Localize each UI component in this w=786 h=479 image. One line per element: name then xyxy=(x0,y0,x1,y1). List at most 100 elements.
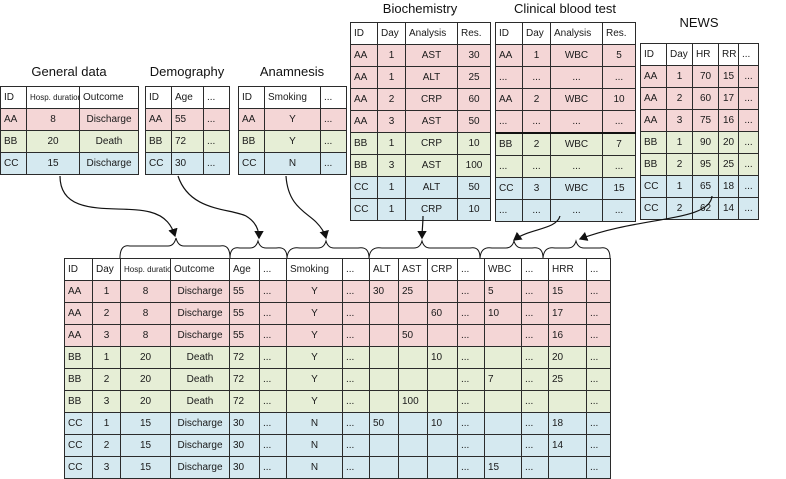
table-cell: 30 xyxy=(229,434,260,457)
table-cell: ... xyxy=(259,390,287,413)
table-cell: 15 xyxy=(548,280,587,303)
table-cell: CC xyxy=(350,198,378,221)
table-cell: CRP xyxy=(405,132,458,155)
table-cell: ... xyxy=(259,434,287,457)
table-cell: 72 xyxy=(229,390,260,413)
arrow-general xyxy=(59,175,178,238)
table-cell: ... xyxy=(602,66,636,89)
table-cell: 2 xyxy=(92,434,121,457)
header-cell: ... xyxy=(521,258,549,281)
table-cell: 1 xyxy=(377,44,406,67)
table-cell: 25 xyxy=(398,280,428,303)
table-cell: 3 xyxy=(666,109,693,132)
table-cell: Y xyxy=(264,130,321,153)
table-cell: ... xyxy=(342,302,370,325)
header-cell: ID xyxy=(145,86,172,109)
table-cell: 1 xyxy=(666,175,693,198)
table-cell: 20 xyxy=(120,390,171,413)
table-cell: BB xyxy=(640,153,667,176)
table-cell: BB xyxy=(238,130,265,153)
table-cell xyxy=(484,412,522,435)
header-cell: ... xyxy=(342,258,370,281)
table-cell: 10 xyxy=(484,302,522,325)
table-cell: 3 xyxy=(377,110,406,133)
table-cell: CC xyxy=(0,152,27,175)
table-cell: 2 xyxy=(377,88,406,111)
table-cell: ... xyxy=(203,108,230,131)
header-cell: ID xyxy=(350,22,378,45)
table-cell: ... xyxy=(259,280,287,303)
table-cell: 1 xyxy=(666,131,693,154)
table-row: CC 3 WBC 15 xyxy=(495,177,636,200)
table-cell: CC xyxy=(238,152,265,175)
header-cell: ALT xyxy=(369,258,399,281)
header-cell: Smoking xyxy=(286,258,343,281)
table-cell: ... xyxy=(495,110,523,134)
header-cell: ... xyxy=(738,43,759,66)
table-cell xyxy=(427,324,458,347)
table-cell: 1 xyxy=(377,132,406,155)
table-cell: Y xyxy=(286,368,343,391)
table-cell: 95 xyxy=(692,153,719,176)
header-cell: Day xyxy=(92,258,121,281)
brace-news xyxy=(542,239,611,259)
table-cell: ... xyxy=(495,155,523,178)
table-cell: ... xyxy=(259,368,287,391)
table-cell: ... xyxy=(320,152,347,175)
header-cell: ... xyxy=(203,86,230,109)
table-cell: Death xyxy=(170,368,230,391)
table-cell: 62 xyxy=(692,197,719,220)
anamnesis-title: Anamnesis xyxy=(259,64,325,79)
table-row: AA 1 AST 30 xyxy=(350,44,491,67)
table-cell: 65 xyxy=(692,175,719,198)
table-cell: 8 xyxy=(26,108,80,131)
table-cell: 17 xyxy=(718,87,739,110)
table-cell: ... xyxy=(342,434,370,457)
table-cell: 15 xyxy=(120,434,171,457)
table-cell: ... xyxy=(457,390,485,413)
table-cell: 15 xyxy=(26,152,80,175)
header-cell: Hosp. duration xyxy=(26,86,80,109)
table-cell xyxy=(484,434,522,457)
table-cell: ALT xyxy=(405,66,458,89)
table-cell: BB xyxy=(64,368,93,391)
table-row: AA 2 WBC 10 xyxy=(495,88,636,111)
table-row: BB 20 Death xyxy=(0,130,139,153)
table-cell: AA xyxy=(64,280,93,303)
table-cell: AA xyxy=(495,88,523,111)
table-cell xyxy=(427,390,458,413)
table-cell: ... xyxy=(259,412,287,435)
table-cell: ... xyxy=(586,412,611,435)
table-cell xyxy=(484,346,522,369)
table-cell: CC xyxy=(64,456,93,479)
table-cell: Discharge xyxy=(170,302,230,325)
anamnesis-table: ID Smoking ... AA Y ... BB Y ... CC N ..… xyxy=(238,86,347,175)
header-cell: HR xyxy=(692,43,719,66)
table-cell: AA xyxy=(64,302,93,325)
table-row: BB 2 95 25 ... xyxy=(640,153,759,176)
table-cell: N xyxy=(286,434,343,457)
table-cell: WBC xyxy=(550,132,603,156)
table-row: BB 1 CRP 10 xyxy=(350,132,491,155)
table-cell xyxy=(369,346,399,369)
table-cell: 3 xyxy=(92,390,121,413)
table-cell: ... xyxy=(457,302,485,325)
table-row: AA 3 AST 50 xyxy=(350,110,491,133)
table-cell: ALT xyxy=(405,176,458,199)
table-cell: 3 xyxy=(92,456,121,479)
table-cell: 15 xyxy=(484,456,522,479)
table-row: BB Y ... xyxy=(238,130,347,153)
table-cell xyxy=(398,302,428,325)
table-cell: 18 xyxy=(718,175,739,198)
table-cell: 17 xyxy=(548,302,587,325)
table-cell: ... xyxy=(342,368,370,391)
table-row: AA 1 ALT 25 xyxy=(350,66,491,89)
table-cell: ... xyxy=(586,456,611,479)
table-cell: AST xyxy=(405,110,458,133)
table-cell: 14 xyxy=(718,197,739,220)
table-cell: BB xyxy=(0,130,27,153)
